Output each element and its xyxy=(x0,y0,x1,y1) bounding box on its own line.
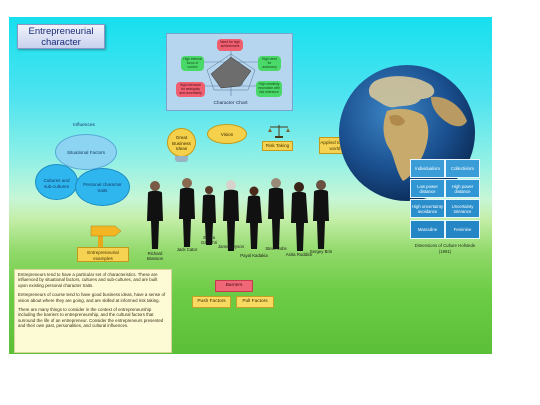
cell-feminine: Feminine xyxy=(445,220,480,239)
description-paragraph: Entrepreneurs tend to have a particular … xyxy=(18,272,158,288)
person-name: Payal Kadakia xyxy=(240,253,268,258)
radar-grid xyxy=(206,53,256,91)
scales-icon xyxy=(268,125,290,138)
slide-canvas: Entrepreneurial character Need for high … xyxy=(9,17,492,354)
cell-high-power-distance: High power distance xyxy=(445,179,480,198)
person-figure xyxy=(223,180,239,251)
person-name: Steve Jobs xyxy=(265,246,287,251)
person-figure xyxy=(246,186,262,249)
cell-low-power-distance: Low power distance xyxy=(410,179,445,198)
person-name: Jack Cator xyxy=(176,247,198,252)
chart-node-ambiguity: High tolerance for ambiguity and uncerta… xyxy=(176,82,205,97)
chart-node-locus-control: High internal locus of control xyxy=(181,56,204,71)
chart-caption: Character Chart xyxy=(213,101,248,106)
personal-traits-bubble: Personal character traits xyxy=(75,168,130,206)
page-title: Entrepreneurial character xyxy=(17,24,105,49)
signpost-icon xyxy=(90,225,122,250)
vision-ellipse: Vision xyxy=(207,124,247,144)
barriers-box[interactable]: Barriers xyxy=(215,280,253,292)
cell-collectivism: Collectivism xyxy=(445,159,480,178)
pull-factors-box[interactable]: Pull Factors xyxy=(236,296,274,308)
person-name: Sheila Gayathri xyxy=(200,235,218,245)
cell-individualism: Individualism xyxy=(410,159,445,178)
great-ideas-bulb: Great Business Ideas xyxy=(167,128,196,157)
chart-node-autonomy: High need for autonomy xyxy=(258,56,281,71)
person-figure xyxy=(202,186,216,245)
push-factors-box[interactable]: Push Factors xyxy=(192,296,231,308)
person-name: James Dyson xyxy=(217,244,245,249)
bulb-base xyxy=(175,156,188,162)
cell-high-uncertainty-avoidance: High uncertainty avoidance xyxy=(410,199,445,218)
cultures-bubble: Cultures and sub-cultures xyxy=(35,164,78,200)
risk-taking-box: Risk Taking xyxy=(262,141,293,151)
person-figure xyxy=(179,178,195,247)
person-figure xyxy=(268,178,284,249)
description-text-box: Entrepreneurs tend to have a particular … xyxy=(14,269,172,353)
person-name: Anita Roddick xyxy=(285,252,313,257)
culture-dimensions-caption: Dimensions of Culture Hofstede (1991) xyxy=(414,243,476,254)
person-figure xyxy=(147,181,163,249)
cell-masculine: Masculine xyxy=(410,220,445,239)
situational-factors-bubble: Situational Factors xyxy=(55,134,117,170)
radar-shape xyxy=(210,56,252,89)
description-paragraph: There are many things to consider in the… xyxy=(18,307,164,329)
person-figure xyxy=(313,180,329,249)
person-figure xyxy=(291,182,308,251)
cell-uncertainty-tolerance: Uncertainty tolerance xyxy=(445,199,480,218)
chart-node-achievement: Need for high achievement xyxy=(217,39,243,51)
earth-globe xyxy=(339,65,475,201)
chart-node-creativity: High creativity innovation with risk tol… xyxy=(256,81,282,97)
entrepreneurial-examples-box: Entrepreneurial examples xyxy=(77,247,129,262)
description-paragraph: Entrepreneurs of course tend to have goo… xyxy=(18,292,166,303)
influences-heading: Influences xyxy=(73,123,95,128)
person-name: Sergey Brin xyxy=(309,249,333,254)
character-chart-panel: Need for high achievement High need for … xyxy=(166,33,293,111)
radar-chart xyxy=(203,49,259,96)
entrepreneurs-group xyxy=(147,178,329,251)
person-name: Richard Branson xyxy=(146,251,163,261)
